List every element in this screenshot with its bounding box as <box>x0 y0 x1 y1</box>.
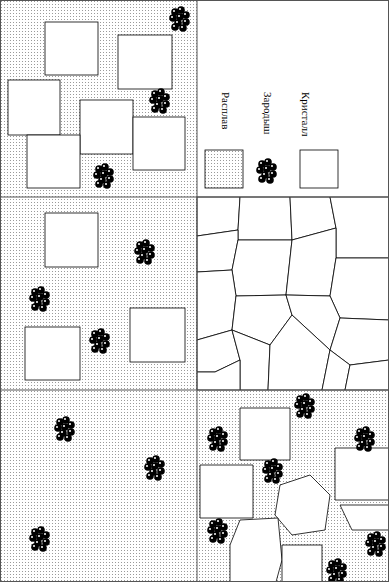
nucleus <box>54 416 75 442</box>
crystal <box>45 213 98 267</box>
crystal <box>118 35 172 89</box>
melt <box>0 197 197 390</box>
nucleus <box>134 239 155 265</box>
melt <box>0 0 197 197</box>
nucleus <box>326 558 347 582</box>
crystal-grain <box>340 505 389 530</box>
crystal-grain <box>330 258 389 320</box>
legend-label: Зародыш <box>262 92 274 135</box>
crystal-grain <box>197 360 240 390</box>
nucleus <box>149 88 170 114</box>
crystal-grain <box>200 465 253 518</box>
nucleus <box>89 328 110 354</box>
legend-label: Расплав <box>220 92 232 129</box>
crystal <box>80 100 133 154</box>
crystal <box>8 80 60 135</box>
nucleus <box>144 455 165 481</box>
crystal-grain <box>197 270 236 340</box>
nucleus <box>169 6 190 32</box>
crystal-grain <box>335 448 389 500</box>
crystal-grain <box>345 360 389 390</box>
nucleus <box>29 286 50 312</box>
crystal-grain <box>238 197 292 240</box>
nucleus <box>365 531 386 557</box>
nucleus <box>207 518 228 544</box>
grid-line <box>0 197 389 198</box>
melt <box>0 390 197 582</box>
nucleus <box>29 526 50 552</box>
crystal-grain <box>330 197 389 258</box>
nucleus <box>262 458 283 484</box>
crystal <box>45 22 98 75</box>
nucleus <box>256 158 277 184</box>
legend-label: Кристалл <box>300 92 312 137</box>
legend-swatch <box>300 150 338 188</box>
grid-line <box>0 390 389 391</box>
crystal <box>27 135 80 188</box>
crystal <box>133 117 185 170</box>
nucleus <box>294 393 315 419</box>
legend-swatch <box>205 150 243 188</box>
crystal-grain <box>286 228 336 296</box>
nucleus <box>354 426 375 452</box>
crystal-grain <box>275 475 330 535</box>
legend-swatch <box>256 158 277 184</box>
crystal-grain <box>232 240 292 296</box>
crystal <box>25 327 80 380</box>
crystal-grain <box>230 518 282 582</box>
nucleus <box>207 426 228 452</box>
crystal-grain <box>240 408 290 460</box>
crystal-grain <box>268 315 330 390</box>
nucleus <box>93 163 114 189</box>
crystal-grain <box>197 230 238 272</box>
crystal-grain <box>282 545 322 582</box>
crystal <box>130 308 185 362</box>
melt <box>197 390 389 582</box>
grid-line <box>197 0 198 582</box>
crystal-grain <box>197 197 240 236</box>
